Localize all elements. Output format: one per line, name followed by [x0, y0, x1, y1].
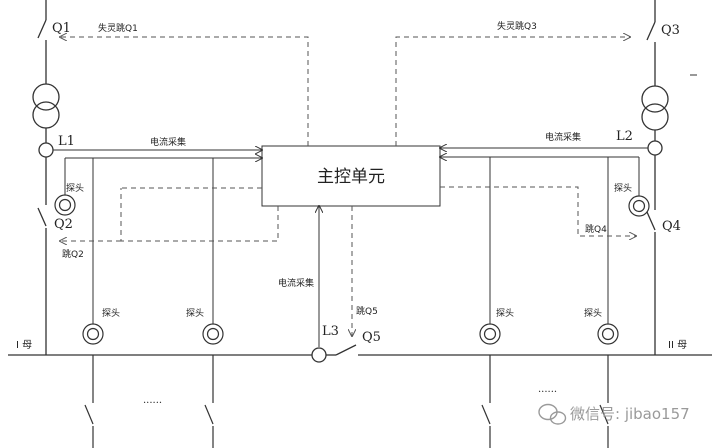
trip-label-q4: 跳Q4 — [585, 223, 607, 235]
trip-label-q3: 失灵跳Q3 — [497, 20, 537, 32]
breaker-q5-label: Q5 — [362, 330, 381, 345]
breaker-q2-blade — [37, 207, 47, 227]
probe-label-left-feeder: 探头 — [66, 182, 84, 194]
outgoing-feeder-3 — [481, 355, 491, 448]
wechat-icon — [538, 403, 567, 425]
outgoing-feeder-2 — [204, 355, 214, 448]
trip-line-q1 — [60, 37, 309, 146]
probe-bus-3 — [479, 323, 501, 345]
breaker-q1-blade — [37, 19, 47, 39]
sensor-l2-label: L2 — [616, 129, 633, 144]
sensor-l3-label: L3 — [322, 324, 339, 339]
breaker-q3-label: Q3 — [661, 23, 680, 38]
probe-bus-1 — [82, 323, 104, 345]
trip-label-q5: 跳Q5 — [356, 305, 378, 317]
current-label-left: 电流采集 — [150, 136, 186, 148]
ellipsis-right: ...... — [538, 384, 557, 395]
breaker-q4-blade — [646, 211, 656, 231]
probe-label-bus-3: 探头 — [496, 307, 514, 319]
trip-line-q3 — [395, 37, 630, 146]
probe-label-bus-2: 探头 — [186, 307, 204, 319]
current-sensor-l3 — [311, 347, 327, 363]
bus-label-right: II 母 — [668, 339, 687, 351]
breaker-q1-label: Q1 — [52, 21, 71, 36]
probe-right-feeder-inner — [632, 199, 646, 213]
probe-bus-4 — [597, 323, 619, 345]
current-label-bottom: 电流采集 — [278, 277, 314, 289]
trip-line-q4 — [440, 186, 636, 236]
bus-label-left: I 母 — [16, 339, 32, 351]
probe-label-bus-1: 探头 — [102, 307, 120, 319]
current-label-right: 电流采集 — [545, 131, 581, 143]
transformer-left-upper — [32, 83, 60, 111]
main-control-unit — [261, 145, 441, 207]
trip-line-q2 — [120, 188, 279, 242]
transformer-right-upper — [641, 85, 669, 113]
current-sensor-l1 — [38, 142, 54, 158]
outgoing-feeder-4 — [599, 355, 609, 448]
breaker-q4-label: Q4 — [662, 219, 681, 234]
ellipsis-left: ...... — [143, 395, 162, 406]
watermark-text: 微信号: jibao157 — [570, 405, 690, 423]
breaker-q2-label: Q2 — [54, 217, 73, 232]
current-sensor-l2 — [647, 140, 663, 156]
trip-label-q2: 跳Q2 — [62, 248, 84, 260]
probe-label-right-feeder: 探头 — [614, 182, 632, 194]
breaker-q3-blade — [646, 21, 656, 41]
outgoing-feeder-1 — [84, 355, 94, 448]
transformer-right-lower — [641, 103, 669, 131]
probe-right-feeder-outer — [628, 195, 650, 217]
breaker-q5-blade — [335, 344, 357, 356]
transformer-left-lower — [32, 101, 60, 129]
trip-label-q1: 失灵跳Q1 — [98, 22, 138, 34]
main-control-unit-label: 主控单元 — [317, 167, 385, 187]
probe-left-feeder-outer — [54, 194, 76, 216]
probe-bus-2 — [202, 323, 224, 345]
sensor-l1-label: L1 — [58, 134, 75, 149]
probe-left-feeder-inner — [58, 198, 72, 212]
probe-label-bus-4: 探头 — [584, 307, 602, 319]
